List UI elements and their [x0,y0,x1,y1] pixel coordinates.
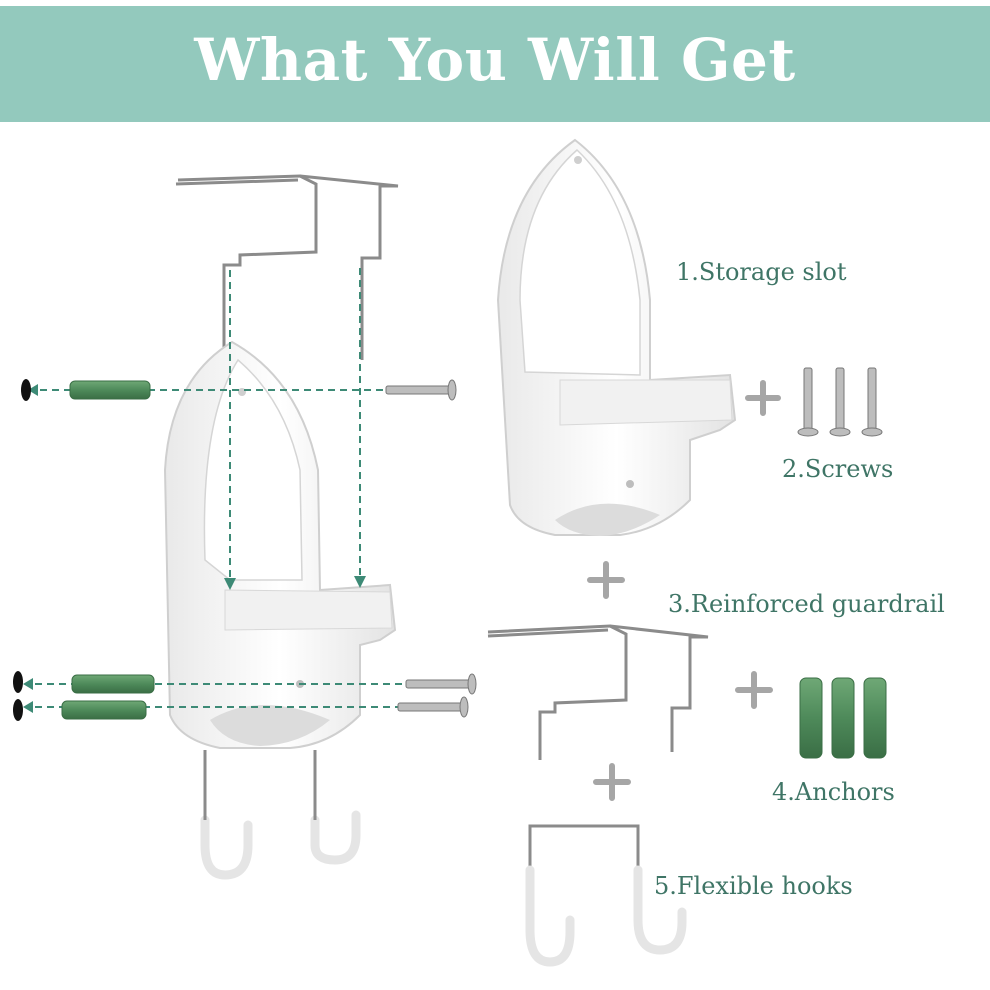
label-screws: 2.Screws [782,455,894,483]
title-banner: What You Will Get [0,6,990,122]
wall-holes [13,379,31,721]
assembly-hooks [200,810,361,880]
label-flexible-hooks: 5.Flexible hooks [654,872,853,900]
guide-arrowheads [23,384,366,713]
label-reinforced-guardrail: 3.Reinforced guardrail [668,590,945,618]
assembly-anchors [61,380,155,720]
assembly-hook-wires [203,750,317,820]
guardrail-image [487,624,709,760]
assembly-holder [163,340,397,749]
assembly-guardrail [175,174,399,360]
label-storage-slot: 1.Storage slot [676,258,847,286]
hooks-image [525,824,687,967]
storage-slot-image [496,138,737,536]
assembly-screws [385,379,477,718]
banner-title: What You Will Get [194,26,796,94]
anchors-image [799,677,887,759]
assembly-diagram [13,174,477,880]
label-anchors: 4.Anchors [772,778,895,806]
screws-image [797,367,883,437]
plus-icons [587,380,781,801]
